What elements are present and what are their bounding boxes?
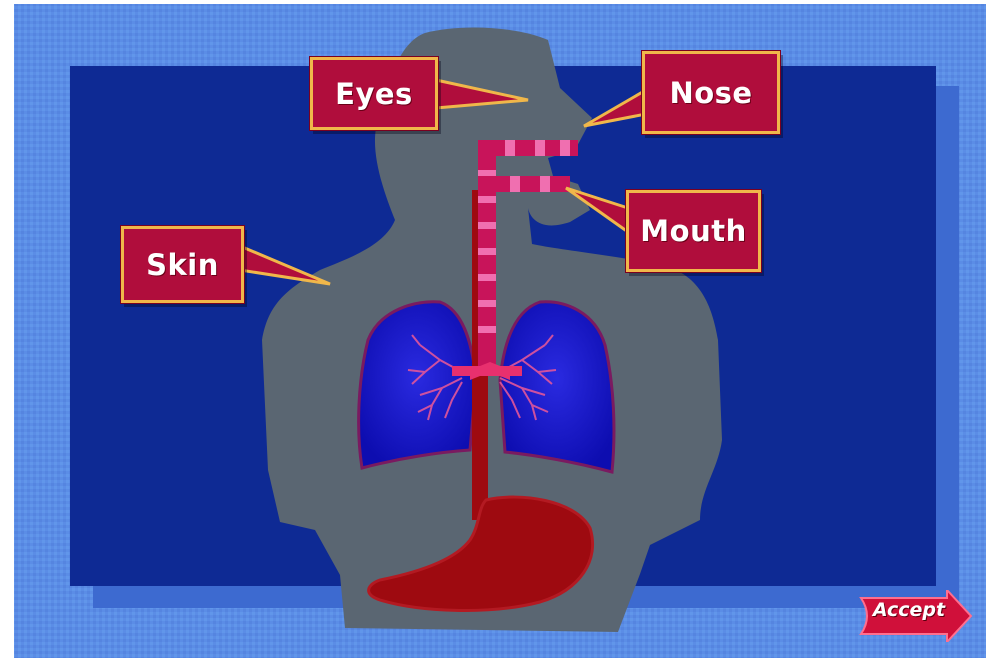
right-lung — [500, 302, 614, 472]
nose-label: Nose — [642, 51, 780, 134]
left-lung — [359, 302, 476, 468]
nasal-passage-stripes — [505, 140, 570, 156]
eyes-label: Eyes — [310, 57, 438, 130]
accept-button-label: Accept — [861, 599, 957, 621]
accept-button[interactable]: Accept — [855, 590, 973, 642]
skin-label: Skin — [121, 226, 244, 303]
mouth-label: Mouth — [626, 190, 761, 272]
bronchi-crossbar — [452, 366, 522, 376]
oral-passage — [478, 176, 570, 192]
